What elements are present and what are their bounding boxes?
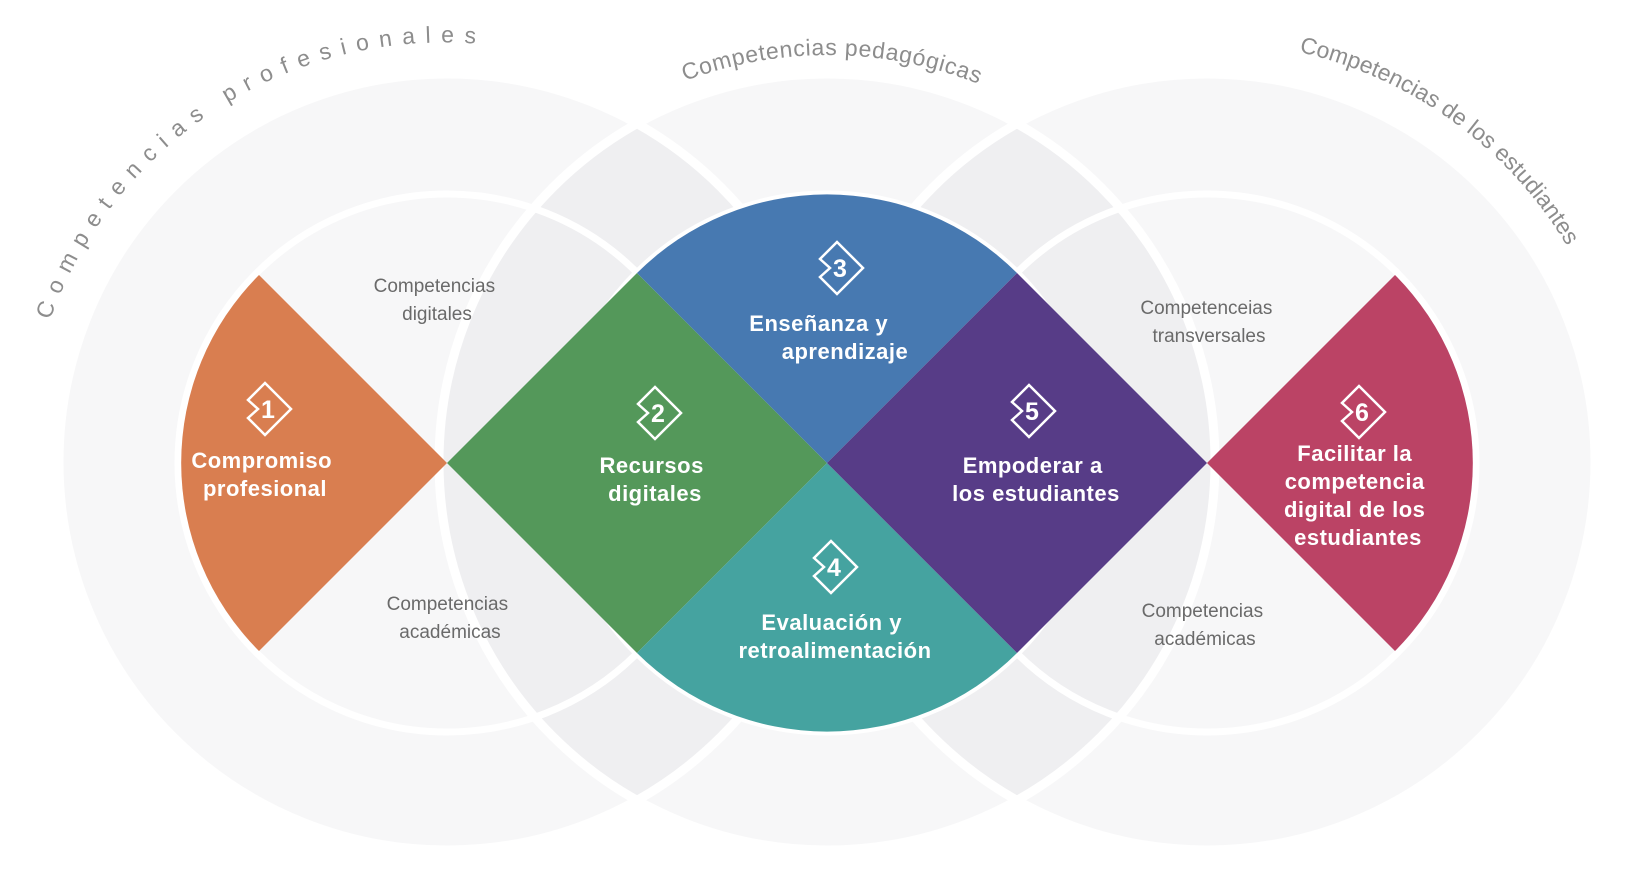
section-6-badge: 6	[1340, 384, 1387, 440]
section-3-title-line2: aprendizaje	[782, 339, 909, 364]
section-1-shape	[181, 275, 447, 651]
section-2-title-line1: Recursos	[600, 453, 704, 478]
side-label-academic-left-line1: Competencias	[387, 594, 508, 615]
section-5-badge: 5	[1010, 383, 1057, 439]
section-4-badge: 4	[812, 539, 859, 595]
section-6-title-line2: competencia	[1285, 469, 1425, 494]
section-1-title-line2: profesional	[203, 476, 327, 501]
badge-diamond-icon	[818, 240, 865, 296]
side-label-transversal-line2: transversales	[1153, 326, 1266, 347]
side-label-digital-line2: digitales	[402, 304, 472, 325]
badge-diamond-icon	[1340, 384, 1387, 440]
side-label-competenceias-transversales: Competenceias transversales	[1140, 298, 1277, 347]
section-6-title-line4: estudiantes	[1294, 525, 1422, 550]
side-label-transversal-line1: Competenceias	[1140, 298, 1272, 319]
section-5-title-line2: los estudiantes	[952, 481, 1120, 506]
side-label-academic-right-line1: Competencias	[1142, 601, 1263, 622]
section-4-shape	[637, 463, 1017, 732]
side-label-academic-right-line2: académicas	[1154, 629, 1255, 650]
section-5-title: Empoderar a los estudiantes	[952, 453, 1120, 506]
section-1-badge: 1	[246, 381, 293, 437]
side-label-competencias-academicas-left: Competencias académicas	[387, 594, 514, 643]
section-3-badge: 3	[818, 240, 865, 296]
section-2-badge: 2	[636, 385, 683, 441]
section-5-title-line1: Empoderar a	[963, 453, 1103, 478]
section-3-title-line1: Enseñanza y	[749, 311, 888, 336]
section-1-compromiso-profesional: 1 Compromiso profesional	[181, 275, 447, 651]
section-5-number: 5	[1025, 398, 1039, 426]
side-label-competencias-academicas-right: Competencias académicas	[1142, 601, 1269, 650]
section-1-title-line1: Compromiso	[191, 448, 332, 473]
section-1-title: Compromiso profesional	[191, 448, 338, 501]
section-6-title-line3: digital de los	[1284, 497, 1425, 522]
section-4-title-line1: Evaluación y	[761, 610, 902, 635]
section-3-shape	[637, 194, 1017, 463]
side-label-competencias-digitales: Competencias digitales	[374, 276, 501, 325]
section-5-shape	[827, 273, 1207, 653]
section-4-number: 4	[827, 554, 841, 582]
section-1-number: 1	[261, 396, 275, 424]
side-label-digital-line1: Competencias	[374, 276, 495, 297]
side-label-academic-left-line2: académicas	[399, 622, 500, 643]
section-6-title-line1: Facilitar la	[1297, 441, 1412, 466]
section-3-title: Enseñanza y aprendizaje	[749, 311, 908, 364]
section-5-empoderar-a-los-estudiantes: 5 Empoderar a los estudiantes	[827, 273, 1207, 653]
section-4-evaluacion-y-retroalimentacion: 4 Evaluación y retroalimentación	[637, 463, 1017, 732]
badge-diamond-icon	[1010, 383, 1057, 439]
section-2-number: 2	[651, 400, 665, 428]
section-6-shape	[1207, 275, 1473, 651]
section-4-title-line2: retroalimentación	[738, 638, 931, 663]
section-3-ensenanza-y-aprendizaje: 3 Enseñanza y aprendizaje	[637, 194, 1017, 463]
badge-diamond-icon	[246, 381, 293, 437]
section-3-number: 3	[833, 255, 847, 283]
section-4-title: Evaluación y retroalimentación	[738, 610, 931, 663]
section-2-title: Recursos digitales	[600, 453, 711, 506]
badge-diamond-icon	[812, 539, 859, 595]
badge-diamond-icon	[636, 385, 683, 441]
section-6-title: Facilitar la competencia digital de los …	[1284, 441, 1432, 550]
section-6-number: 6	[1355, 399, 1369, 427]
section-2-title-line2: digitales	[608, 481, 702, 506]
section-6-facilitar-la-competencia-digital: 6 Facilitar la competencia digital de lo…	[1207, 275, 1473, 651]
